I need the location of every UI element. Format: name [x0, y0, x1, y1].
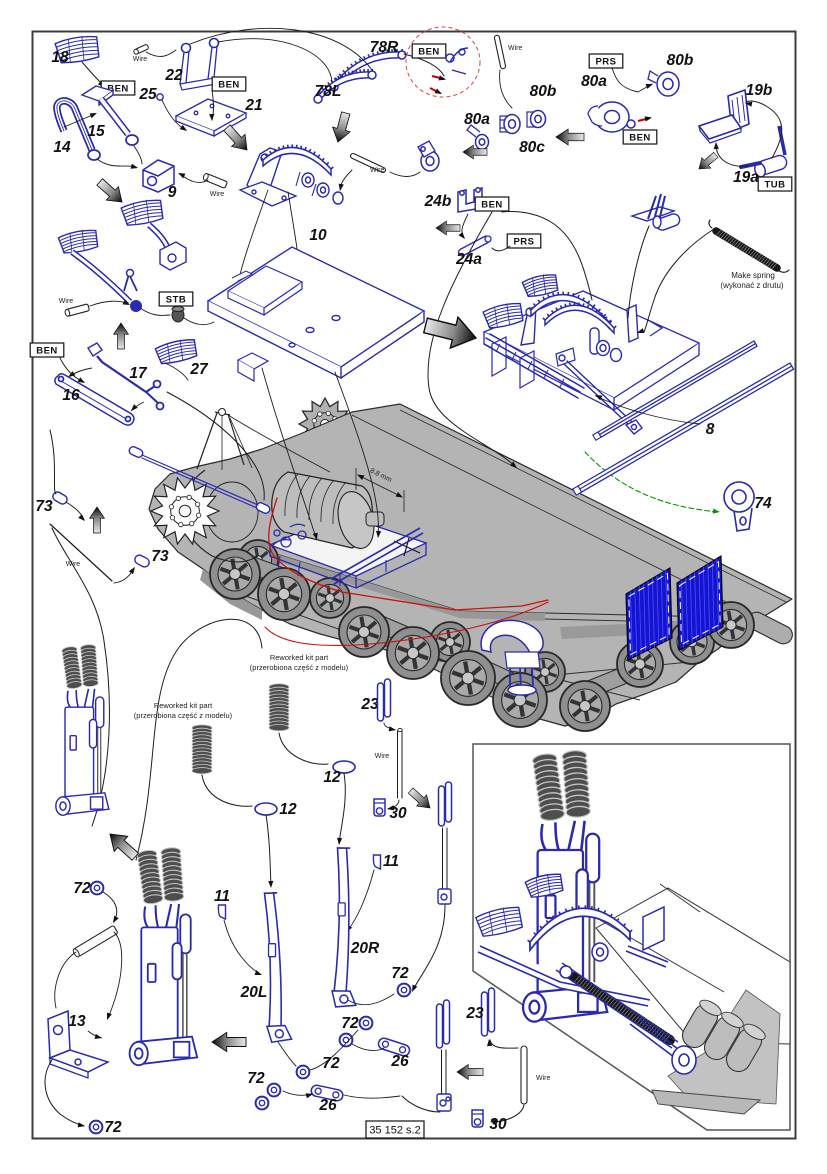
- svg-text:80b: 80b: [667, 52, 694, 69]
- svg-text:21: 21: [244, 97, 262, 114]
- svg-text:72: 72: [341, 1015, 359, 1032]
- svg-text:Wire: Wire: [370, 167, 384, 174]
- svg-text:STB: STB: [166, 295, 187, 306]
- svg-text:80a: 80a: [581, 73, 607, 90]
- svg-text:PRS: PRS: [513, 237, 534, 248]
- svg-text:9: 9: [168, 184, 177, 201]
- svg-text:Reworked kit part: Reworked kit part: [270, 653, 329, 662]
- svg-text:Wire: Wire: [133, 56, 147, 63]
- svg-text:72: 72: [73, 880, 91, 897]
- svg-text:PRS: PRS: [595, 57, 616, 68]
- svg-text:78R: 78R: [370, 39, 399, 56]
- svg-text:72: 72: [104, 1119, 122, 1136]
- svg-text:23: 23: [465, 1005, 484, 1022]
- svg-text:25: 25: [138, 86, 157, 103]
- svg-text:23: 23: [360, 696, 379, 713]
- svg-text:BEN: BEN: [36, 346, 58, 357]
- svg-text:BEN: BEN: [629, 133, 651, 144]
- svg-text:Wire: Wire: [375, 753, 389, 760]
- svg-text:14: 14: [53, 139, 71, 156]
- svg-text:19a: 19a: [733, 169, 759, 186]
- svg-text:Wire: Wire: [59, 298, 73, 305]
- svg-text:80a: 80a: [464, 111, 490, 128]
- svg-text:73: 73: [151, 548, 169, 565]
- svg-text:12: 12: [323, 769, 341, 786]
- svg-text:73: 73: [35, 498, 53, 515]
- svg-text:12: 12: [279, 801, 297, 818]
- svg-text:74: 74: [754, 495, 772, 512]
- svg-text:(przerobiona część z modelu): (przerobiona część z modelu): [134, 711, 233, 720]
- svg-text:80b: 80b: [530, 83, 557, 100]
- svg-text:BEN: BEN: [218, 80, 240, 91]
- svg-text:Wire: Wire: [536, 1075, 550, 1082]
- svg-text:15: 15: [87, 123, 105, 140]
- svg-text:Make spring: Make spring: [731, 271, 775, 280]
- svg-text:19b: 19b: [746, 82, 773, 99]
- svg-text:TUB: TUB: [764, 180, 785, 191]
- svg-text:11: 11: [214, 888, 230, 905]
- svg-text:17: 17: [129, 365, 148, 382]
- svg-text:30: 30: [489, 1116, 507, 1133]
- svg-text:(przerobiona część z modelu): (przerobiona część z modelu): [250, 663, 349, 672]
- svg-text:10: 10: [309, 227, 327, 244]
- svg-text:30: 30: [389, 805, 407, 822]
- svg-text:13: 13: [68, 1013, 86, 1030]
- svg-text:80c: 80c: [519, 139, 545, 156]
- svg-text:26: 26: [390, 1053, 409, 1070]
- svg-text:8: 8: [706, 421, 715, 438]
- svg-text:72: 72: [247, 1070, 265, 1087]
- svg-text:Reworked kit part: Reworked kit part: [154, 701, 213, 710]
- svg-text:BEN: BEN: [418, 47, 440, 58]
- svg-text:24b: 24b: [424, 193, 452, 210]
- svg-text:BEN: BEN: [481, 200, 503, 211]
- svg-text:35 152 s.2: 35 152 s.2: [369, 1125, 420, 1137]
- svg-text:20R: 20R: [350, 940, 380, 957]
- svg-text:72: 72: [391, 965, 409, 982]
- svg-text:26: 26: [318, 1097, 337, 1114]
- svg-text:(wykonać z drutu): (wykonać z drutu): [720, 281, 783, 290]
- svg-text:Wire: Wire: [508, 45, 522, 52]
- svg-text:20L: 20L: [240, 984, 268, 1001]
- svg-text:22: 22: [164, 67, 183, 84]
- svg-text:78L: 78L: [315, 83, 342, 100]
- svg-text:18: 18: [51, 49, 69, 66]
- svg-text:Wire: Wire: [210, 191, 224, 198]
- svg-text:16: 16: [62, 387, 80, 404]
- svg-text:11: 11: [383, 853, 399, 870]
- svg-text:27: 27: [189, 361, 209, 378]
